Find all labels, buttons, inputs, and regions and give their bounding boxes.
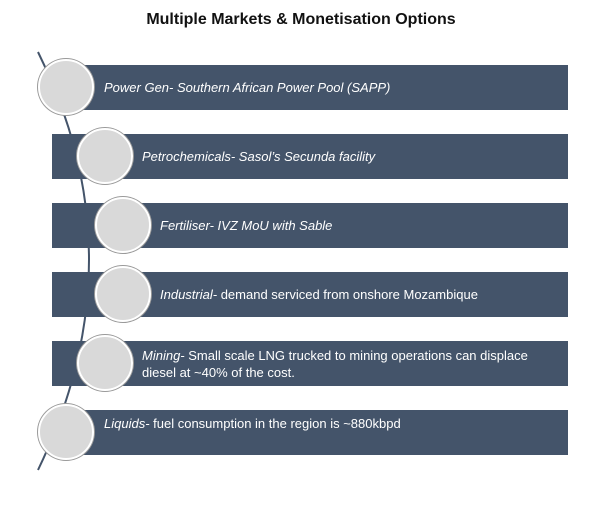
option-detail: demand serviced from onshore Mozambique [217, 287, 478, 302]
option-bar-liquids: Liquids- fuel consumption in the region … [52, 410, 568, 455]
option-circle-industrial [95, 266, 151, 322]
diagram-title: Multiple Markets & Monetisation Options [146, 11, 456, 28]
option-label: Petrochemicals- Sasol’s Secunda facility [142, 149, 376, 164]
option-circle-mining [77, 335, 133, 391]
option-bar-mining: Mining- Small scale LNG trucked to minin… [52, 341, 568, 386]
option-label: Mining- [142, 348, 185, 363]
option-bar-power-gen: Power Gen- Southern African Power Pool (… [52, 65, 568, 110]
option-label: Fertiliser- IVZ MoU with Sable [160, 218, 333, 233]
option-bar-petrochemicals: Petrochemicals- Sasol’s Secunda facility [52, 134, 568, 179]
option-circle-liquids [38, 404, 94, 460]
option-label: Industrial- [160, 287, 218, 302]
option-label: Power Gen- Southern African Power Pool (… [104, 80, 391, 95]
option-detail: fuel consumption in the region is ~880kb… [149, 416, 401, 431]
option-label: Liquids- [104, 416, 150, 431]
option-detail: Small scale LNG trucked to mining operat… [142, 348, 528, 380]
option-circle-power-gen [38, 59, 94, 115]
option-circle-petrochemicals [77, 128, 133, 184]
option-circle-fertiliser [95, 197, 151, 253]
